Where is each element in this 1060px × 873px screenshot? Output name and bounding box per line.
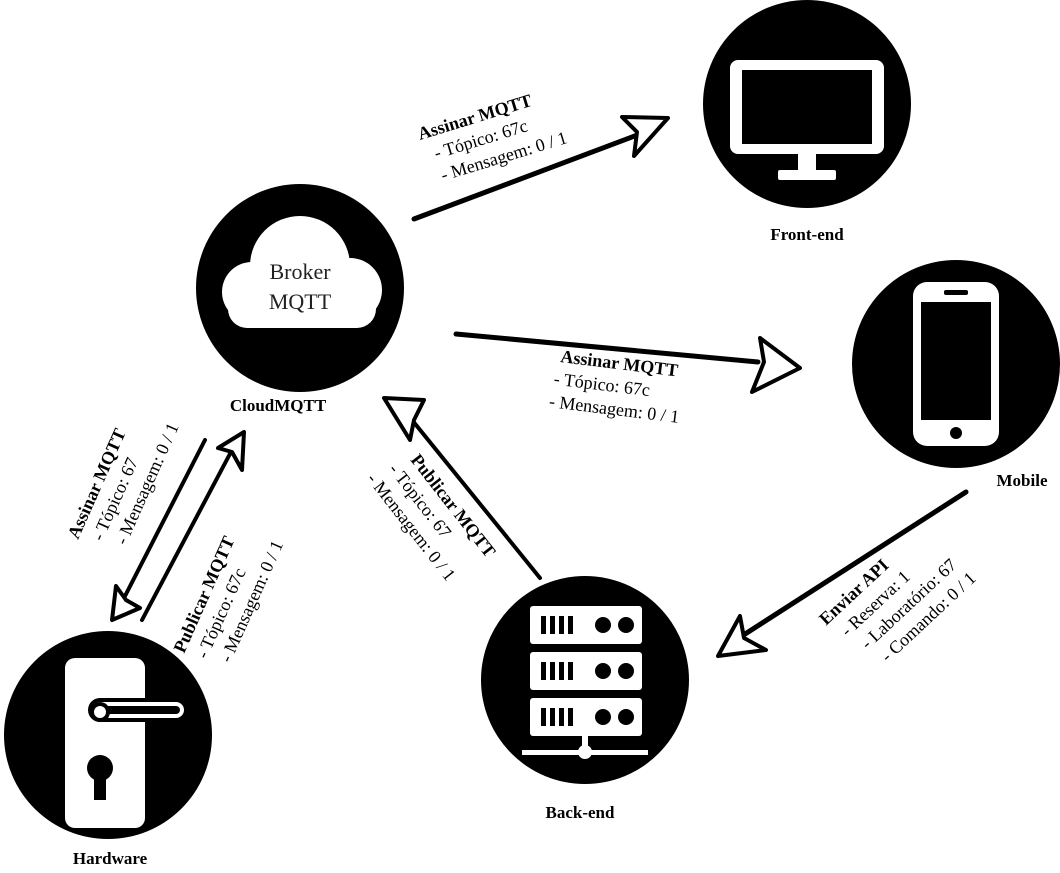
broker-inner-line2: MQTT xyxy=(269,289,332,314)
smartphone-icon xyxy=(913,282,999,446)
message-hardware-broker: Publicar MQTT - Tópico: 67c - Mensagem: … xyxy=(169,533,287,665)
hardware-node: Hardware xyxy=(4,631,212,868)
hardware-label: Hardware xyxy=(73,849,148,868)
message-payload: - Mensagem: 0 / 1 xyxy=(548,391,680,427)
message-broker-hardware: Assinar MQTT - Tópico: 67 - Mensagem: 0 … xyxy=(63,420,182,548)
server-icon xyxy=(522,606,648,759)
message-backend-broker: Publicar MQTT - Tópico: 67 - Mensagem: 0… xyxy=(363,450,499,584)
door-lock-icon xyxy=(65,658,188,828)
arrow-mobile-to-backend xyxy=(716,489,969,658)
arrow-hardware-to-broker xyxy=(140,430,246,622)
backend-node: Back-end xyxy=(481,576,689,822)
frontend-node: Front-end xyxy=(703,0,911,244)
monitor-icon xyxy=(730,60,884,180)
cloud-icon xyxy=(222,216,382,328)
arrow-broker-to-frontend xyxy=(411,115,670,222)
broker-inner-line1: Broker xyxy=(269,259,331,284)
arrow-broker-to-hardware xyxy=(110,438,207,622)
frontend-label: Front-end xyxy=(770,225,844,244)
message-broker-mobile: Assinar MQTT - Tópico: 67c - Mensagem: 0… xyxy=(548,346,680,427)
arrow-backend-to-broker xyxy=(382,396,542,580)
broker-label: CloudMQTT xyxy=(230,396,327,415)
mobile-node: Mobile xyxy=(852,260,1060,490)
broker-node: Broker MQTT CloudMQTT xyxy=(196,184,404,415)
backend-label: Back-end xyxy=(546,803,616,822)
mobile-label: Mobile xyxy=(997,471,1048,490)
message-broker-frontend: Assinar MQTT - Tópico: 67c - Mensagem: 0… xyxy=(415,90,569,185)
arrow-broker-to-mobile xyxy=(453,331,802,394)
message-mobile-backend: Enviar API - Reserva: 1 - Laboratório: 6… xyxy=(815,555,980,666)
